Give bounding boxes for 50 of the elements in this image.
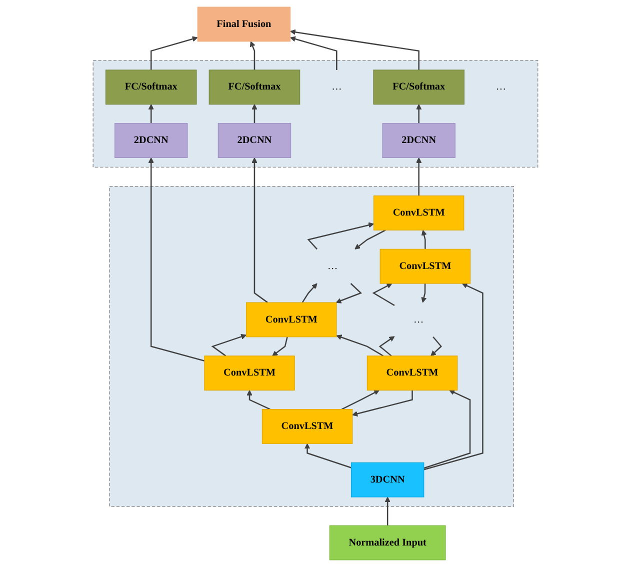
node-text: … bbox=[413, 314, 424, 325]
node-text: … bbox=[331, 81, 342, 92]
arrow bbox=[306, 222, 374, 250]
arrow bbox=[301, 283, 317, 303]
arrow bbox=[423, 390, 470, 469]
arrow bbox=[430, 336, 442, 356]
node-box: ConvLSTM bbox=[261, 408, 352, 444]
node-box: ConvLSTM bbox=[246, 302, 336, 338]
node-box: 2DCNN bbox=[217, 123, 291, 158]
node-box: FC/Softmax bbox=[105, 70, 196, 105]
arrow bbox=[423, 283, 483, 470]
node-box: ConvLSTM bbox=[366, 356, 458, 391]
arrow bbox=[148, 157, 204, 362]
arrow bbox=[148, 104, 154, 124]
arrow bbox=[304, 443, 351, 468]
node-box: Final Fusion bbox=[196, 6, 290, 42]
node-box: ConvLSTM bbox=[372, 195, 464, 230]
arrow bbox=[372, 283, 394, 306]
arrow bbox=[290, 36, 337, 70]
arrow bbox=[384, 496, 390, 526]
arrow bbox=[246, 390, 270, 410]
arrow bbox=[210, 334, 246, 356]
cluster bbox=[92, 60, 538, 168]
arrow bbox=[150, 36, 198, 70]
node-text: … bbox=[495, 81, 506, 92]
arrow bbox=[416, 157, 422, 196]
arrow bbox=[272, 336, 288, 356]
node-box: 3DCNN bbox=[350, 462, 424, 498]
arrow bbox=[420, 230, 426, 250]
arrow bbox=[416, 104, 422, 124]
arrow bbox=[352, 390, 412, 416]
arrow bbox=[336, 334, 384, 356]
arrow bbox=[251, 104, 257, 124]
node-box: FC/Softmax bbox=[208, 70, 300, 105]
node-box: 2DCNN bbox=[382, 123, 455, 158]
arrow bbox=[290, 29, 419, 70]
arrow bbox=[335, 283, 362, 304]
arrow bbox=[420, 283, 426, 303]
node-box: Normalized Input bbox=[328, 525, 446, 560]
arrow bbox=[378, 336, 394, 356]
node-box: FC/Softmax bbox=[372, 70, 464, 105]
arrow bbox=[249, 41, 255, 70]
arrow bbox=[340, 390, 379, 410]
node-box: ConvLSTM bbox=[204, 356, 294, 391]
node-box: ConvLSTM bbox=[379, 248, 470, 284]
arrow bbox=[251, 157, 268, 304]
node-box: 2DCNN bbox=[114, 123, 188, 158]
arrow bbox=[354, 230, 386, 250]
node-text: … bbox=[327, 260, 338, 272]
cluster bbox=[108, 186, 514, 507]
